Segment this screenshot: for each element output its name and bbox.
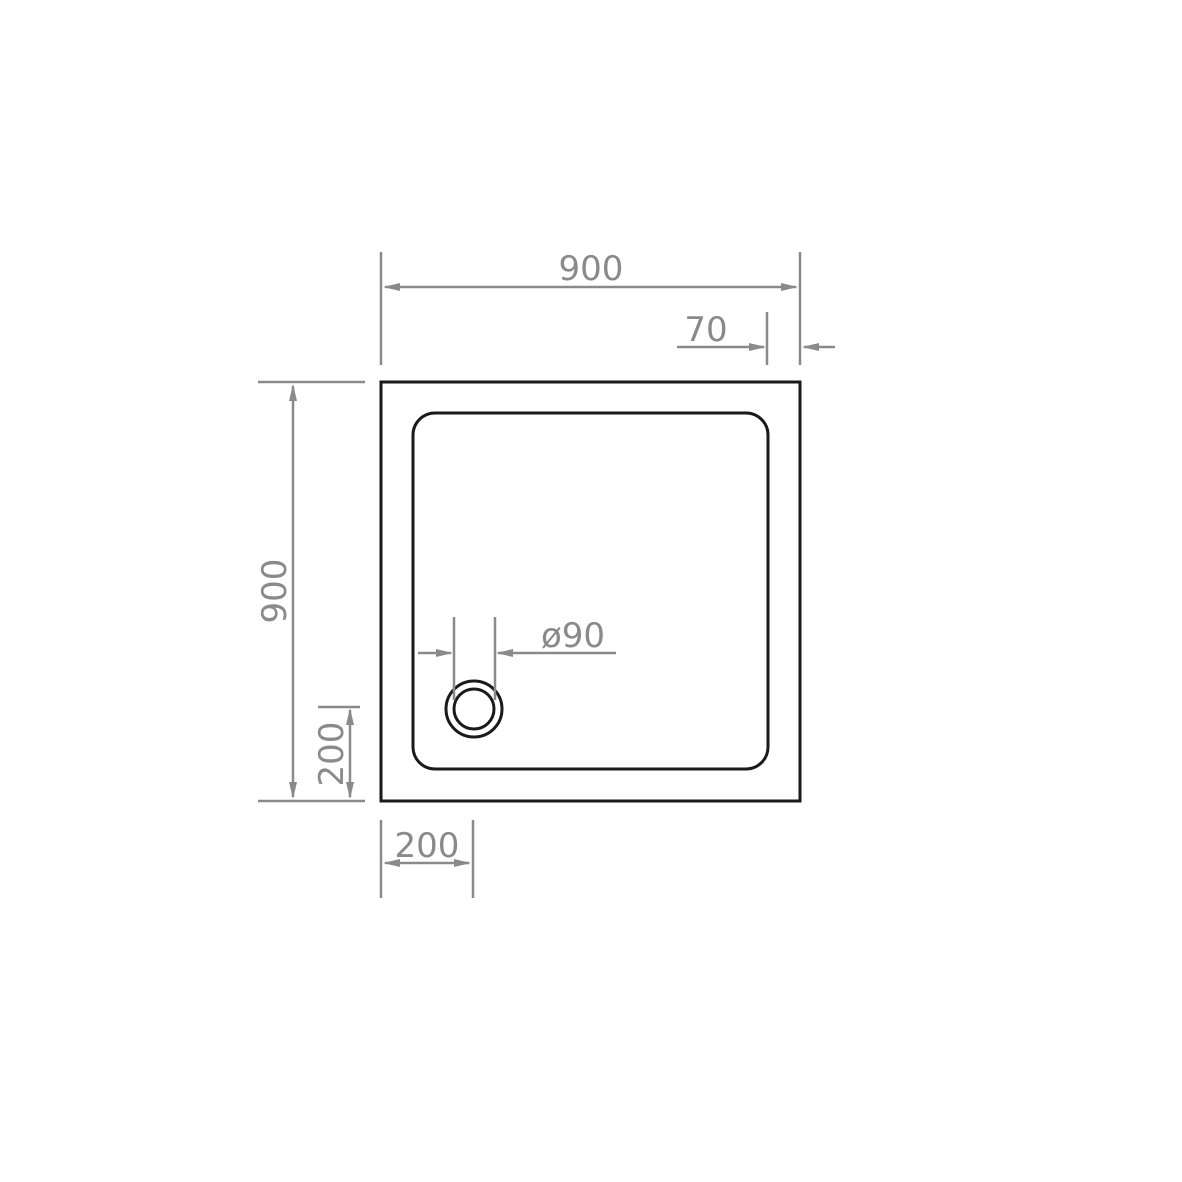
arrow-left [383, 283, 400, 291]
dimension-label-offset-x: 200 [395, 826, 460, 866]
arrow-bottom [289, 782, 297, 799]
waste-outlet [444, 679, 504, 739]
arrow-into-edge [802, 343, 819, 351]
dimension-label-offset-y: 200 [312, 722, 352, 787]
arrow-left [383, 859, 400, 867]
waste-inner-ring [452, 687, 496, 731]
arrow-left [436, 649, 453, 657]
dimension-overall-width: 900 [379, 249, 802, 365]
dimension-label-rim: 70 [684, 310, 727, 350]
dimension-label-depth: 900 [255, 559, 295, 624]
dimension-waste-offset-y: 200 [312, 705, 360, 799]
tray-inner-basin [411, 411, 770, 771]
arrow-right [454, 859, 471, 867]
arrow-bottom [346, 782, 354, 799]
arrow-into-rim [749, 343, 766, 351]
dimension-label-width: 900 [559, 249, 624, 289]
tray-outer-outline [379, 380, 802, 803]
arrow-right [496, 649, 513, 657]
dimension-overall-depth: 900 [255, 380, 365, 803]
arrow-top [346, 708, 354, 725]
dimension-label-diameter: ø90 [541, 616, 605, 656]
arrow-top [289, 384, 297, 401]
dimension-rim-width: 70 [677, 310, 835, 365]
waste-outer-ring [444, 679, 504, 739]
arrow-right [781, 283, 798, 291]
dimension-waste-offset-x: 200 [379, 820, 475, 898]
dimension-waste-diameter: ø90 [418, 616, 616, 700]
